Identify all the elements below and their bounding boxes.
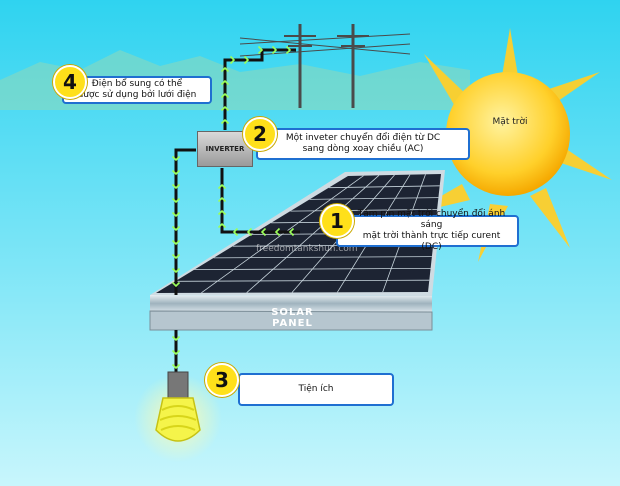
- watermark: freedomtankshun.com: [256, 244, 358, 254]
- step-2-line-1: Một inveter chuyển đổi điện từ DC: [285, 133, 441, 143]
- step-2-badge: 2: [243, 117, 277, 151]
- wire-arrow: [243, 55, 250, 65]
- step-1-line-1: Tấm pin mặt trời chuyển đổi ánh sáng: [357, 209, 506, 230]
- panel-grid-line: [246, 175, 380, 293]
- wiring: [174, 48, 300, 372]
- wire-arrow: [217, 222, 227, 229]
- wire-arrow: [171, 239, 181, 246]
- wire-arrow: [274, 227, 281, 237]
- step-4-callout: Điện bổ sung có thể được sử dụng bởi lướ…: [62, 76, 212, 104]
- step-1-line-2: mặt trời thành trực tiếp curent (DC): [362, 231, 501, 252]
- wire-arrow: [260, 227, 267, 237]
- light-bulb: [134, 371, 222, 462]
- sun-label: Mặt trời: [492, 117, 528, 127]
- wire-arrow: [171, 211, 181, 218]
- wire-arrow: [257, 45, 264, 55]
- step-3-badge: 3: [205, 363, 239, 397]
- inverter-label: INVERTER: [205, 145, 245, 153]
- wire-arrow: [171, 225, 181, 232]
- step-2-callout: Một inveter chuyển đổi điện từ DC sang d…: [256, 128, 470, 160]
- wire-arrow: [217, 209, 227, 216]
- inverter-box: INVERTER: [197, 131, 253, 167]
- wire-arrow: [171, 349, 181, 356]
- wire-arrow: [171, 183, 181, 190]
- utility-poles: [239, 24, 411, 108]
- wire-arrow: [246, 227, 253, 237]
- step-2-line-2: sang dòng xoay chiều (AC): [302, 144, 424, 154]
- wire-arrow: [171, 363, 181, 370]
- wire-arrow: [171, 197, 181, 204]
- wire-arrow: [220, 79, 230, 86]
- step-4-line-2: được sử dụng bởi lưới điện: [77, 90, 197, 100]
- wire-arrow: [171, 267, 181, 274]
- step-4-line-1: Điện bổ sung có thể: [91, 79, 183, 89]
- wire-arrow: [232, 227, 239, 237]
- wire-arrow: [220, 105, 230, 112]
- wire-arrow: [217, 183, 227, 190]
- wire-arrow: [171, 169, 181, 176]
- solar-panel-label: SOLAR PANEL: [271, 307, 314, 329]
- wire-arrows: [171, 45, 295, 370]
- wire-arrow: [171, 335, 181, 342]
- wire-arrow: [288, 227, 295, 237]
- wire-arrow: [171, 155, 181, 162]
- sun: [446, 72, 570, 196]
- step-3-line-1: Tiện ích: [298, 384, 334, 394]
- step-4-badge: 4: [53, 65, 87, 99]
- wire-arrow: [171, 281, 181, 288]
- step-1-badge: 1: [320, 204, 354, 238]
- step-3-callout: Tiện ích: [238, 373, 394, 406]
- wire-arrow: [220, 92, 230, 99]
- wire-arrow: [171, 253, 181, 260]
- wire-arrow: [220, 118, 230, 125]
- wire-arrow: [217, 196, 227, 203]
- panel-grid-line: [201, 175, 364, 294]
- wire-arrow: [229, 55, 236, 65]
- wire-arrow: [271, 45, 278, 55]
- step-1-callout: Tấm pin mặt trời chuyển đổi ánh sáng mặt…: [336, 209, 519, 252]
- wire-arrow: [220, 66, 230, 73]
- wire-arrow: [285, 45, 292, 55]
